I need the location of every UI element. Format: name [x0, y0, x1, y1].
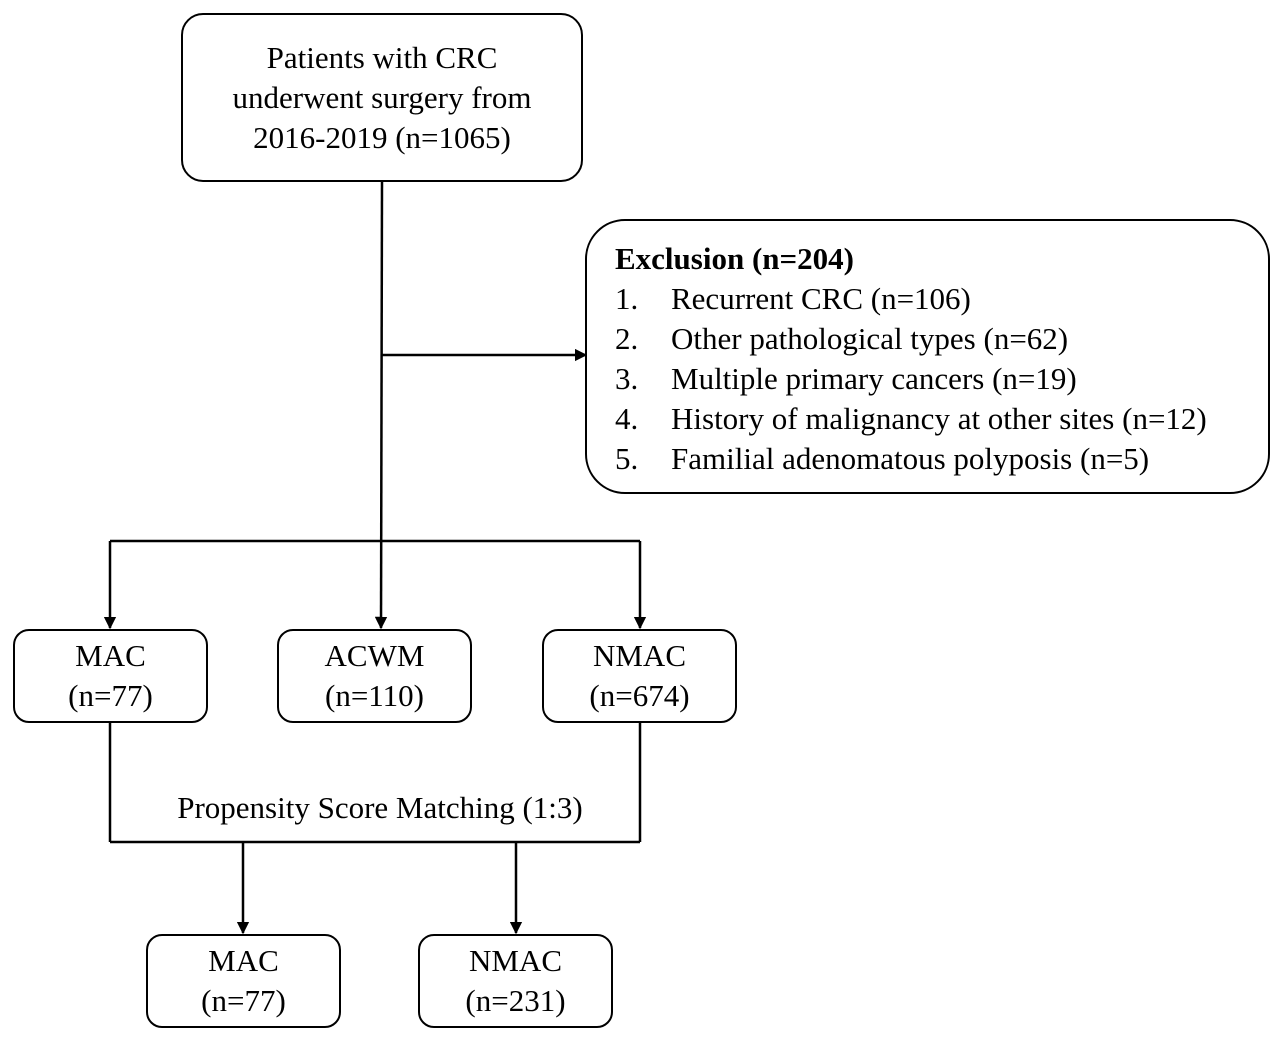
- start-line-1: Patients with CRC: [266, 39, 498, 75]
- exclusion-item-number: 1.: [615, 281, 639, 316]
- nmac-group-box: NMAC (n=674): [542, 629, 737, 723]
- exclusion-item: 1. Recurrent CRC (n=106): [615, 279, 971, 319]
- start-box: Patients with CRC underwent surgery from…: [181, 13, 583, 182]
- mac-group-count: (n=77): [68, 678, 153, 713]
- exclusion-item: 4. History of malignancy at other sites …: [615, 399, 1207, 439]
- trunk-line: [374, 180, 388, 630]
- exclusion-title: Exclusion (n=204): [615, 241, 855, 276]
- exclusion-item: 5. Familial adenomatous polyposis (n=5): [615, 439, 1149, 479]
- matched-mac-box: MAC (n=77): [146, 934, 341, 1028]
- exclusion-item: 2. Other pathological types (n=62): [615, 319, 1068, 359]
- exclusion-item-number: 3.: [615, 361, 639, 396]
- exclusion-item-text: History of malignancy at other sites (n=…: [671, 401, 1207, 436]
- exclusion-item-text: Other pathological types (n=62): [671, 321, 1069, 356]
- exclusion-box: Exclusion (n=204) 1. Recurrent CRC (n=10…: [585, 219, 1270, 494]
- exclusion-item-text: Recurrent CRC (n=106): [671, 281, 971, 316]
- exclusion-item-number: 2.: [615, 321, 639, 356]
- mac-group-box: MAC (n=77): [13, 629, 208, 723]
- exclusion-item-text: Familial adenomatous polyposis (n=5): [671, 441, 1150, 476]
- exclusion-item: 3. Multiple primary cancers (n=19): [615, 359, 1077, 399]
- exclusion-item-number: 4.: [615, 401, 639, 436]
- nmac-group-name: NMAC: [592, 638, 686, 673]
- acwm-group-box: ACWM (n=110): [277, 629, 472, 723]
- matched-nmac-box: NMAC (n=231): [418, 934, 613, 1028]
- matched-nmac-name: NMAC: [468, 943, 562, 978]
- matching-label: Propensity Score Matching (1:3): [177, 790, 583, 825]
- acwm-group-count: (n=110): [325, 678, 424, 713]
- exclusion-item-number: 5.: [615, 441, 639, 476]
- matched-mac-count: (n=77): [201, 983, 286, 1018]
- start-line-2: underwent surgery from: [232, 79, 532, 115]
- matched-nmac-count: (n=231): [465, 983, 566, 1018]
- mac-group-name: MAC: [75, 638, 146, 673]
- start-line-3: 2016-2019 (n=1065): [253, 119, 511, 155]
- matched-mac-name: MAC: [208, 943, 279, 978]
- nmac-group-count: (n=674): [589, 678, 690, 713]
- acwm-group-name: ACWM: [324, 638, 425, 673]
- exclusion-item-text: Multiple primary cancers (n=19): [671, 361, 1077, 396]
